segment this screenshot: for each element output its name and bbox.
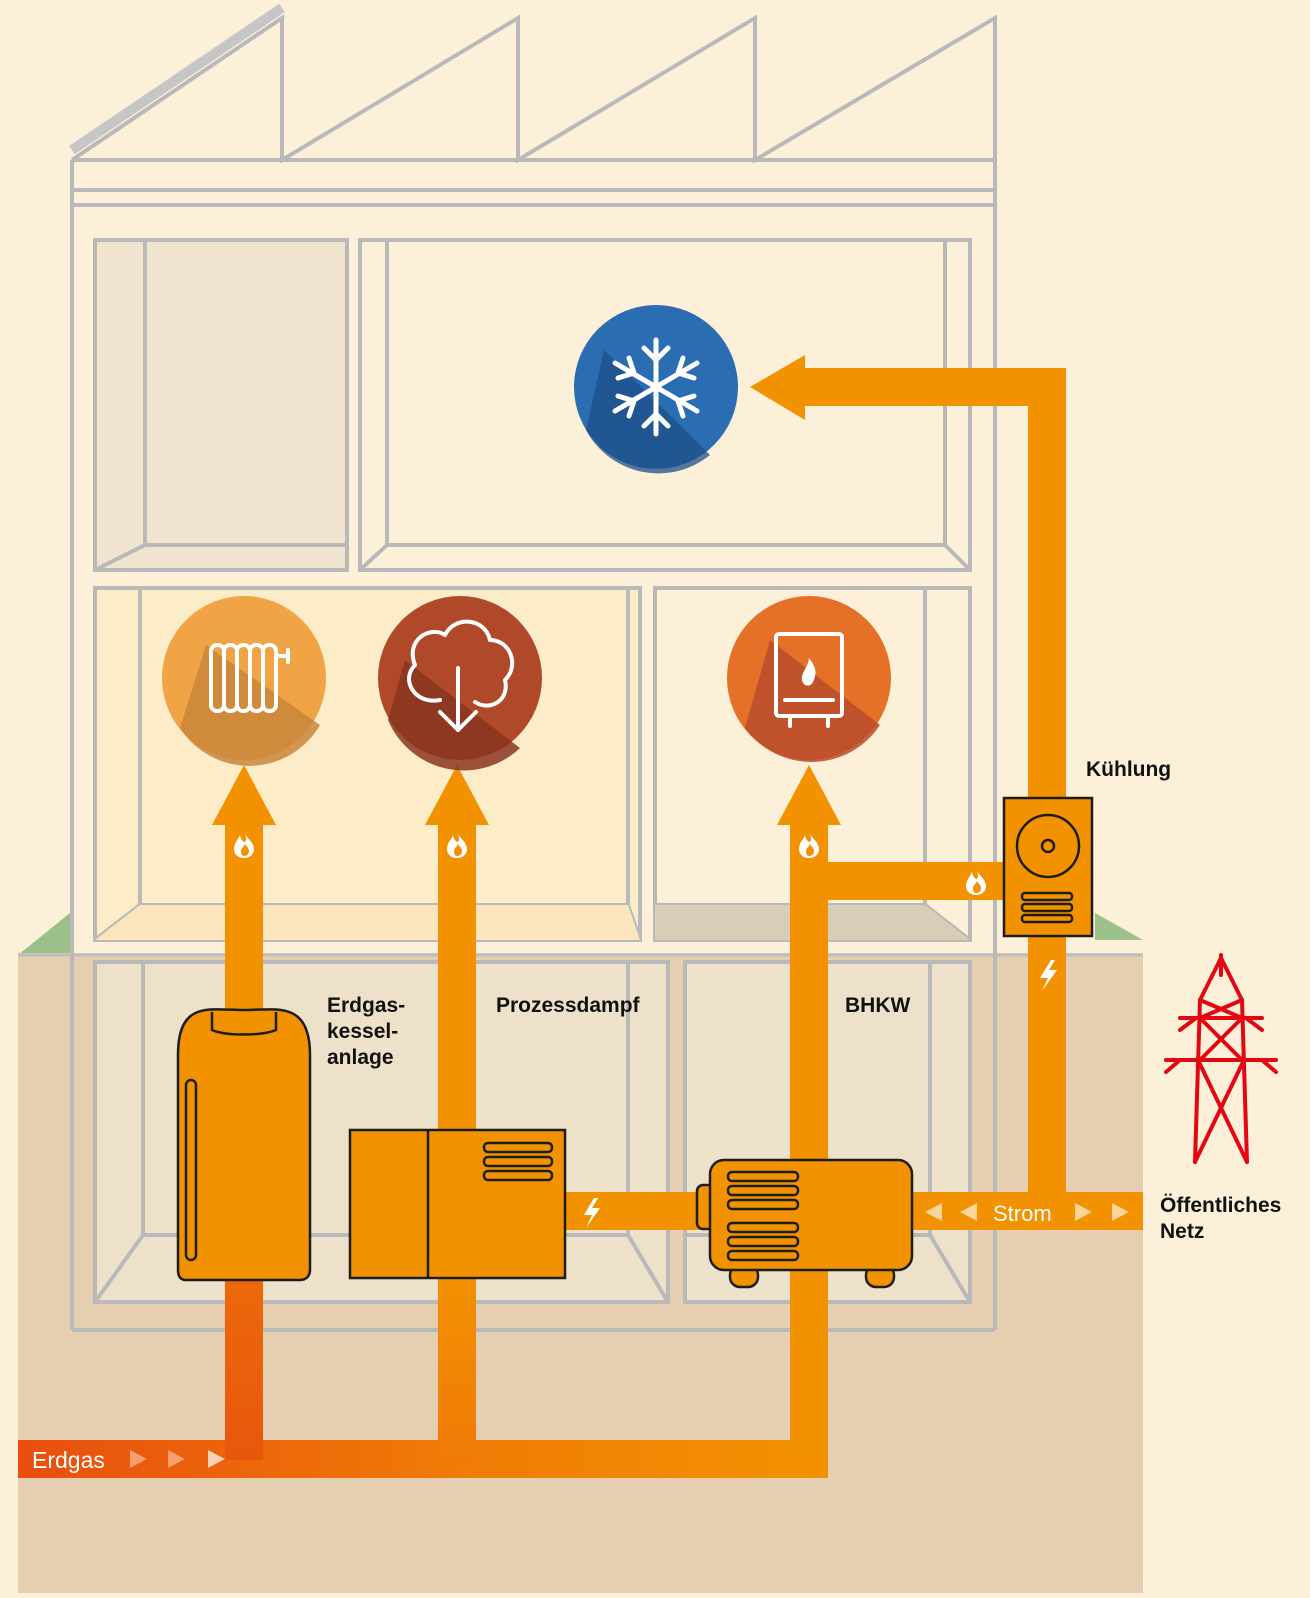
snowflake-icon: [574, 305, 738, 474]
power-pylon-icon: [1164, 953, 1278, 1164]
cooling-unit: [1002, 796, 1094, 938]
power-flow-arrows: [925, 1203, 1129, 1221]
public-grid-label: Öffentliches Netz: [1160, 1194, 1287, 1243]
lightning-icon: [584, 960, 1057, 1228]
flame-icon: [234, 833, 986, 895]
radiator-icon: [162, 596, 326, 766]
cooling-label: Kühlung: [1086, 758, 1171, 781]
process-steam-label: Prozessdampf: [496, 994, 641, 1017]
gas-flow-label: Erdgas: [32, 1447, 105, 1473]
power-flow-label: Strom: [993, 1201, 1052, 1226]
gas-boiler: [176, 1008, 312, 1282]
power-pipes: [565, 935, 1143, 1230]
gas-flow-arrows: [130, 1450, 225, 1468]
chp-unit: [695, 1158, 914, 1289]
steam-cloud-icon: [378, 596, 542, 771]
heat-pipes: [212, 355, 1066, 1140]
steam-generator: [348, 1128, 567, 1280]
gas-boiler-label: Erdgas- kessel- anlage: [327, 994, 411, 1069]
chp-label: BHKW: [845, 994, 910, 1017]
boiler-icon: [727, 596, 891, 762]
